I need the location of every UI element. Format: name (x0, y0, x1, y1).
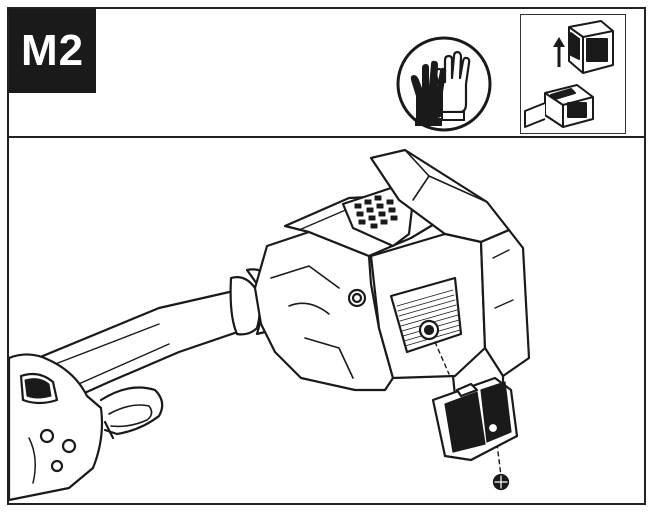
cover-removal-illustration (9, 138, 644, 503)
step-badge: M2 (9, 9, 96, 93)
battery-detach-thumbnail (520, 14, 626, 134)
instruction-frame: M2 (7, 7, 646, 505)
step-header: M2 (9, 9, 644, 138)
gloves-icon (394, 34, 494, 134)
battery-detach-icon (524, 20, 614, 128)
